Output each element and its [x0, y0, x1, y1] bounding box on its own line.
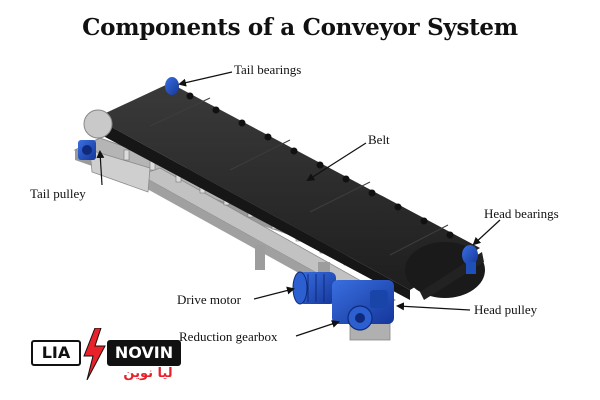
- belt-surface: [83, 83, 485, 300]
- logo-novin-text: NOVIN: [107, 340, 181, 366]
- label-tail-bearings: Tail bearings: [234, 62, 302, 77]
- callout-arrows: [96, 71, 501, 337]
- logo-lia-text: LIA: [31, 340, 81, 366]
- diagram-title: Components of a Conveyor System: [82, 14, 518, 41]
- upper-rollers: [186, 92, 454, 239]
- label-head-pulley: Head pulley: [474, 302, 538, 317]
- logo-persian-text: لیا نوین: [123, 366, 173, 381]
- lightning-bolt-icon: [83, 328, 106, 380]
- label-reduction-gearbox: Reduction gearbox: [179, 329, 278, 344]
- lia-novin-logo: LIA NOVIN لیا نوین: [25, 326, 185, 386]
- label-tail-pulley: Tail pulley: [30, 186, 86, 201]
- tail-bearing-side: [78, 140, 96, 160]
- label-belt: Belt: [368, 132, 390, 147]
- label-drive-motor: Drive motor: [177, 292, 241, 307]
- tail-bearing-top: [165, 77, 179, 95]
- drive-motor: [292, 271, 336, 305]
- reduction-gearbox: [332, 280, 394, 331]
- label-head-bearings: Head bearings: [484, 206, 559, 221]
- head-bearing: [462, 245, 478, 274]
